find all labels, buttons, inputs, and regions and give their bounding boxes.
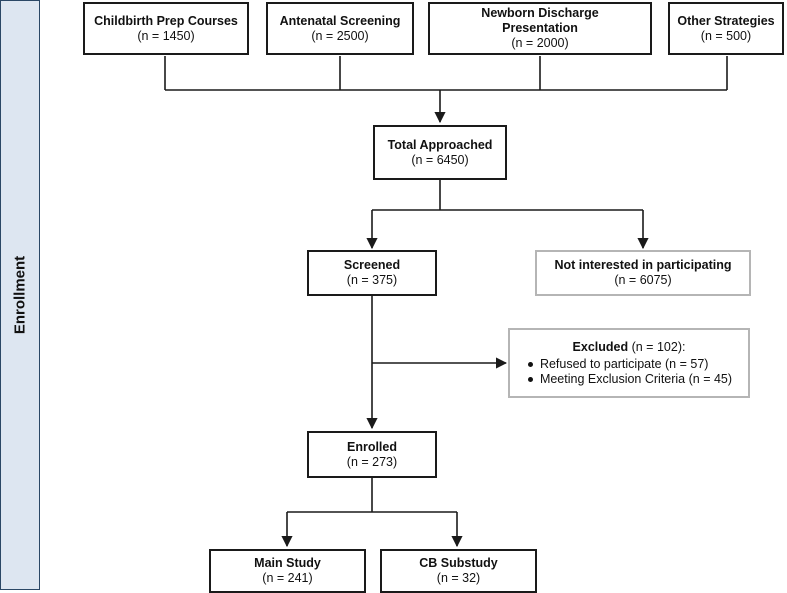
main-study-count: (n = 241) [262,571,313,585]
substudy-title: CB Substudy [419,556,498,570]
excluded-title: Excluded [572,339,629,354]
source-title: Childbirth Prep Courses [94,13,238,28]
main-study-box: Main Study (n = 241) [209,549,366,593]
excluded-count: (n = 102): [628,339,686,354]
source-box-childbirth: Childbirth Prep Courses (n = 1450) [83,2,249,55]
not-interested-count: (n = 6075) [614,273,672,287]
approached-title: Total Approached [387,137,493,152]
source-count: (n = 2500) [311,28,369,43]
excluded-reasons: Refused to participate (n = 57) Meeting … [526,357,732,387]
source-count: (n = 1450) [137,28,195,43]
source-title: Antenatal Screening [279,13,401,28]
not-interested-title: Not interested in participating [554,258,732,272]
screened-title: Screened [343,258,401,272]
screened-count: (n = 375) [346,273,398,287]
excluded-heading: Excluded (n = 102): [573,340,686,355]
source-box-other: Other Strategies (n = 500) [668,2,784,55]
approached-count: (n = 6450) [411,152,469,167]
source-title: Newborn Discharge Presentation [481,6,599,35]
main-study-title: Main Study [254,556,321,570]
not-interested-box: Not interested in participating (n = 607… [535,250,751,296]
screened-box: Screened (n = 375) [307,250,437,296]
excluded-box: Excluded (n = 102): Refused to participa… [508,328,750,398]
total-approached-box: Total Approached (n = 6450) [373,125,507,180]
source-box-antenatal: Antenatal Screening (n = 2500) [266,2,414,55]
excluded-reason-item: Refused to participate (n = 57) [526,357,732,372]
enrolled-title: Enrolled [346,439,397,454]
enrollment-sidebar: Enrollment [0,0,40,590]
source-box-newborn: Newborn Discharge Presentation (n = 2000… [428,2,652,55]
cb-substudy-box: CB Substudy (n = 32) [380,549,537,593]
excluded-reason-item: Meeting Exclusion Criteria (n = 45) [526,372,732,387]
source-count: (n = 500) [700,28,752,43]
enrolled-box: Enrolled (n = 273) [307,431,437,478]
source-count: (n = 2000) [511,36,569,50]
enrolled-count: (n = 273) [346,454,398,469]
source-title: Other Strategies [677,13,775,28]
substudy-count: (n = 32) [436,571,481,585]
